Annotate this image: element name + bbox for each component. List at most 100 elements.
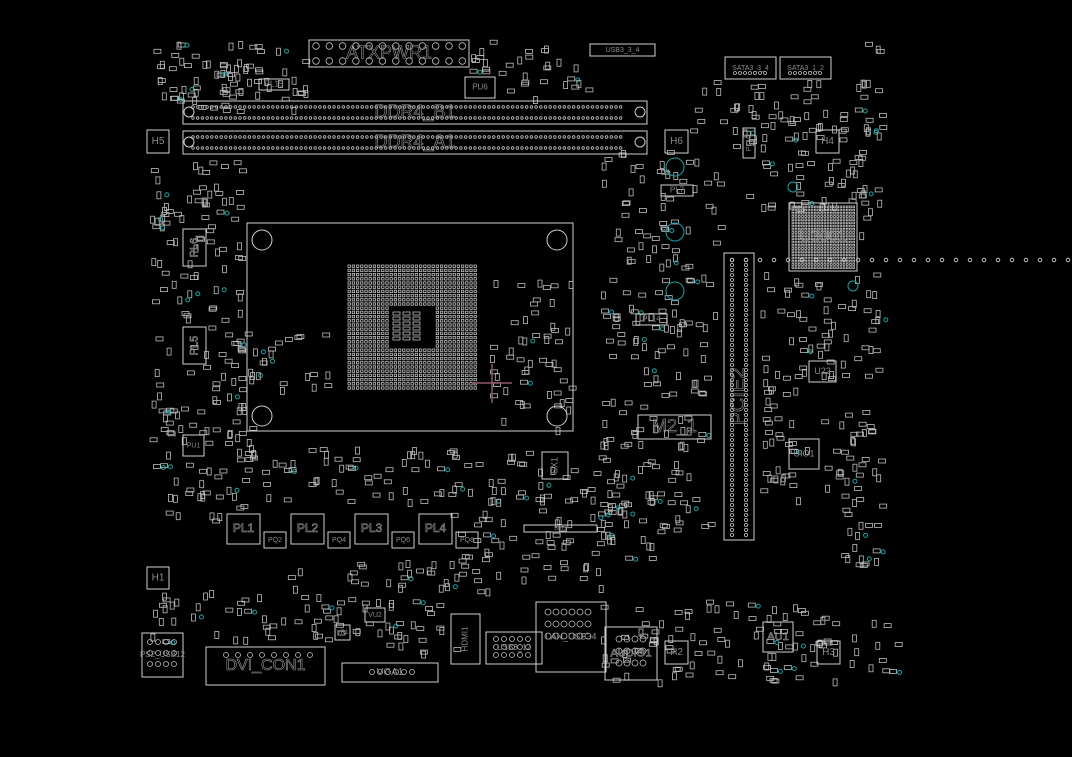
component-h3[interactable]: H3	[816, 640, 841, 665]
component-pq2[interactable]: PQ2	[263, 531, 287, 549]
component-label: PQ4	[332, 537, 346, 544]
component-label: PQ6	[396, 537, 410, 544]
smd-pad	[225, 332, 234, 338]
smd-pad	[206, 467, 212, 476]
component-lan-usb34[interactable]: LAN_USB34	[535, 601, 607, 673]
component-pq8[interactable]: PQ8	[455, 531, 479, 549]
test-point	[598, 515, 604, 521]
component-ps2-usb12[interactable]: PS2_USB12	[140, 632, 186, 678]
component-pu6[interactable]: PU6	[464, 76, 496, 99]
component-sata3-1-2[interactable]: SATA3_1_2	[779, 56, 832, 80]
smd-pad	[439, 489, 445, 497]
smd-pad	[659, 161, 665, 170]
smd-pad	[790, 94, 799, 100]
smd-pad	[692, 497, 701, 502]
smd-pad	[531, 553, 540, 559]
component-pl10[interactable]: PL10	[742, 127, 756, 159]
component-pcie2[interactable]: PCIE2	[723, 252, 1072, 541]
smd-pad	[522, 72, 528, 81]
smd-pad	[660, 192, 666, 201]
component-ddr4-a1[interactable]: DDR4_A1	[182, 130, 648, 155]
cpu-socket[interactable]	[246, 222, 574, 432]
component-sata3-3-4[interactable]: SATA3_3_4	[724, 56, 777, 80]
smd-pad	[635, 163, 644, 169]
smd-pad	[518, 490, 526, 496]
component-h6[interactable]: H6	[664, 129, 689, 154]
smd-pad	[348, 597, 357, 603]
smd-pad	[347, 465, 356, 471]
smd-pad	[684, 320, 693, 326]
component-pl5[interactable]: PL5	[182, 326, 207, 365]
component-u3001[interactable]: U3001	[788, 202, 858, 272]
component-pl14[interactable]: PL14	[635, 313, 668, 326]
smd-pad	[713, 80, 722, 85]
smd-pad	[236, 189, 245, 195]
component-pl7[interactable]: PL7	[660, 184, 694, 197]
component-hdmi1[interactable]: HDMI1	[450, 613, 481, 665]
smd-pad	[402, 486, 408, 495]
smd-pad	[215, 248, 221, 257]
component-sx1[interactable]: SX1	[541, 451, 569, 480]
smd-pad	[711, 206, 717, 215]
component-h4[interactable]: H4	[815, 129, 840, 154]
component-pl4[interactable]: PL4	[418, 513, 453, 545]
smd-pad	[871, 619, 877, 628]
smd-pad	[400, 575, 409, 581]
smd-pad	[489, 355, 495, 364]
smd-pad	[748, 616, 757, 621]
component-ddr4-b1[interactable]: DDR4_B1	[182, 100, 648, 125]
smd-pad	[279, 386, 285, 395]
component-vu2[interactable]: VU2	[364, 607, 386, 623]
test-point	[393, 623, 399, 629]
component-pl2[interactable]: PL2	[290, 513, 325, 545]
component-pq4[interactable]: PQ4	[327, 531, 351, 549]
smd-pad	[716, 88, 722, 96]
component-pq6[interactable]: PQ6	[391, 531, 415, 549]
component-audio1[interactable]: AUDIO1	[604, 626, 658, 681]
smd-pad	[526, 450, 534, 456]
smd-pad	[837, 183, 846, 189]
smd-pad	[509, 535, 518, 541]
smd-pad	[553, 367, 562, 373]
component-h2[interactable]: H2	[664, 640, 689, 665]
component-usb3-3-4[interactable]: USB3_3_4	[589, 43, 656, 57]
smd-pad	[233, 636, 239, 645]
smd-pad	[193, 244, 199, 253]
component-pl3[interactable]: PL3	[354, 513, 389, 545]
smd-pad	[410, 621, 416, 630]
smd-pad	[545, 361, 554, 367]
component-pl15[interactable]: PL15	[258, 78, 290, 91]
component-h1[interactable]: H1	[146, 566, 170, 590]
component-vr1[interactable]: VR1	[334, 624, 351, 641]
component-uio1[interactable]: UIO1	[788, 438, 820, 470]
component-pl6[interactable]: PL6	[182, 228, 207, 267]
smd-pad	[610, 658, 619, 664]
smd-pad	[816, 343, 825, 349]
smd-pad	[674, 610, 683, 615]
component-au1[interactable]: AU1	[762, 621, 794, 653]
component-h5[interactable]: H5	[146, 129, 170, 154]
component-label: H5	[152, 136, 165, 147]
component-m2-1[interactable]: M2_1	[637, 414, 712, 440]
smd-pad	[436, 603, 445, 608]
component-dvi-con1[interactable]: DVI_CON1	[205, 646, 326, 686]
component-u22[interactable]: U22	[808, 360, 837, 383]
smd-pad	[508, 347, 514, 356]
smd-pad	[674, 492, 683, 498]
test-point	[755, 603, 761, 609]
test-point	[897, 669, 902, 675]
component-label: PS2_USB12	[140, 650, 185, 659]
component-vga1[interactable]: VGA1	[341, 662, 439, 683]
component-usb3-12[interactable]: USB3_12	[485, 631, 543, 665]
component-atxpwr1[interactable]: ATXPWR1	[308, 39, 470, 68]
smd-pad	[449, 448, 458, 454]
smd-pad	[311, 383, 317, 392]
test-point	[852, 478, 858, 484]
component-pu1[interactable]: PU1	[182, 434, 205, 457]
component-pl1[interactable]: PL1	[226, 513, 261, 545]
smd-pad	[322, 332, 331, 338]
smd-pad	[516, 494, 524, 500]
component-bat1[interactable]: BAT1	[523, 524, 598, 533]
smd-pad	[166, 430, 175, 436]
